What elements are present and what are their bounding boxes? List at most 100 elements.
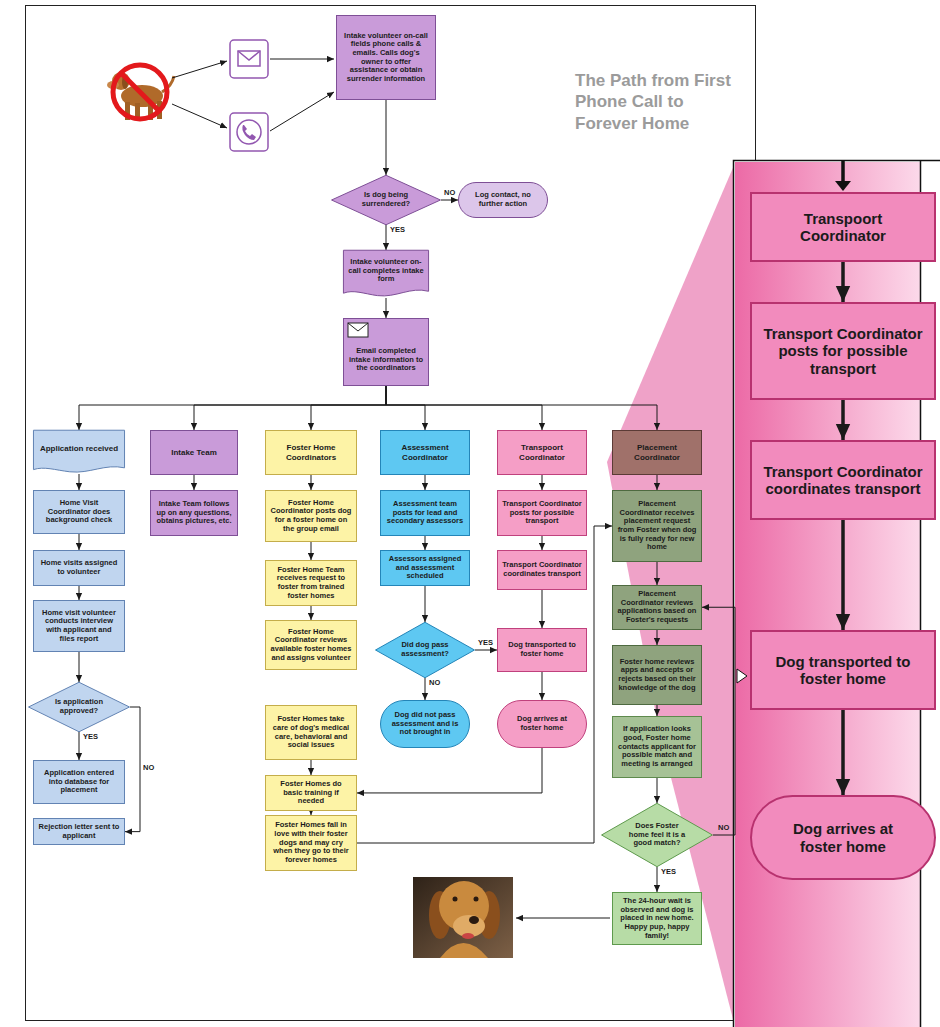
flow-arrow xyxy=(311,475,312,490)
flow-arrow xyxy=(311,542,312,560)
flow-arrow xyxy=(125,707,140,832)
flow-arrow xyxy=(79,586,80,600)
process-box: Assessors assigned and assessment schedu… xyxy=(380,550,470,586)
flow-arrow xyxy=(386,386,542,430)
node-text: Home visit volunteer conducts interview … xyxy=(38,609,120,644)
prohibition-ring xyxy=(113,65,167,119)
dog-nose xyxy=(469,916,479,924)
terminal-pill: Dog arrives at foster home xyxy=(750,795,936,880)
flow-arrow xyxy=(194,386,386,430)
flow-arrow xyxy=(386,298,387,318)
dog-tongue xyxy=(462,933,474,939)
dog-photo xyxy=(413,877,513,958)
node-text: The 24-hour wait is observed and dog is … xyxy=(617,897,697,940)
node-text: Placement Coordinator reviews applicatio… xyxy=(617,590,697,625)
node-text: Foster Home Coordinator reviews availabl… xyxy=(270,628,352,663)
dog-eye xyxy=(453,897,458,902)
node-text: Assessment Coordinator xyxy=(385,443,465,461)
document-box: Application received xyxy=(33,430,125,474)
node-text: Transport Coordinator coordinates transp… xyxy=(502,561,582,578)
node-text: Application received xyxy=(40,444,118,453)
shape-outline-path xyxy=(602,803,713,866)
shape-outline-path xyxy=(29,682,130,732)
flow-arrow xyxy=(386,100,387,175)
edge-label: YES xyxy=(390,226,405,234)
process-box: Application entered into database for pl… xyxy=(33,760,125,804)
decision-diamond: Is application approved? xyxy=(28,682,130,732)
zoom-wedge xyxy=(607,163,735,1027)
process-box: Foster Homes fall in love with their fos… xyxy=(265,815,357,871)
envelope-symbol xyxy=(348,323,368,337)
edge-label: NO xyxy=(143,764,154,772)
edge-label: YES xyxy=(478,639,493,647)
process-box: Foster Homes take care of dog's medical … xyxy=(265,705,357,760)
flow-arrow xyxy=(657,778,658,803)
process-box: Foster Home Coordinator posts dog for a … xyxy=(265,490,357,542)
flow-arrow xyxy=(475,650,497,651)
node-text: Is dog being surrendered? xyxy=(359,191,414,208)
phone-handset xyxy=(242,125,256,140)
flow-arrow xyxy=(386,225,387,250)
flow-arrow xyxy=(79,534,80,550)
panel-entry-arrow xyxy=(841,160,845,182)
process-box: Dog transported to foster home xyxy=(750,630,936,710)
node-text: Transport Coordinator coordinates transp… xyxy=(760,463,926,498)
flow-arrow xyxy=(386,386,657,430)
process-box: Transpoort Coordinator xyxy=(750,192,936,262)
process-box: Assessment team posts for lead and secon… xyxy=(380,490,470,536)
node-text: Foster Home Coordinators xyxy=(270,443,352,461)
process-box: Placement Coordinator xyxy=(612,430,702,475)
process-box: Rejection letter sent to applicant xyxy=(33,818,125,845)
decision-diamond: Did dog pass assessment? xyxy=(375,622,475,678)
node-text: If application looks good, Foster home c… xyxy=(617,725,697,768)
edge-label: NO xyxy=(429,679,440,687)
process-box: Foster Home Coordinator reviews availabl… xyxy=(265,620,357,670)
terminal-pill: Log contact, no further action xyxy=(458,182,548,218)
panel-entry-arrowhead xyxy=(835,181,851,191)
flow-arrow xyxy=(79,386,386,430)
edge-label: YES xyxy=(661,868,676,876)
node-text: Placement Coordinator receives placement… xyxy=(617,500,697,552)
flow-arrow xyxy=(357,748,542,793)
envelope-flap xyxy=(238,51,260,60)
placement-arrow xyxy=(516,918,610,919)
decision-diamond: Is dog being surrendered? xyxy=(331,175,441,225)
panel-pointer xyxy=(737,669,747,683)
document-box: Intake volunteer on-call completes intak… xyxy=(343,250,429,298)
flow-arrow xyxy=(841,710,845,795)
envelope-flap xyxy=(348,323,368,331)
node-text: Foster Homes do basic training if needed xyxy=(270,780,352,806)
shape-outline-path xyxy=(332,175,441,225)
node-text: Foster Home Coordinator posts dog for a … xyxy=(270,499,352,534)
flow-arrow xyxy=(841,262,845,302)
node-text: Foster Homes take care of dog's medical … xyxy=(270,715,352,750)
node-text: Does Foster home feel it is a good match… xyxy=(628,822,686,848)
process-box: Transpoort Coordinator xyxy=(497,430,587,475)
flow-arrow xyxy=(657,705,658,716)
process-box: Home visits assigned to volunteer xyxy=(33,550,125,586)
node-text: Did dog pass assessment? xyxy=(400,641,450,658)
zoom-panel xyxy=(734,161,940,1027)
flow-arrow xyxy=(311,760,312,775)
email-symbol xyxy=(347,322,369,338)
node-text: Assessors assigned and assessment schedu… xyxy=(385,555,465,581)
terminal-pill: Dog did not pass assessment and is not b… xyxy=(380,700,470,748)
envelope-symbol xyxy=(238,51,260,66)
node-text: Log contact, no further action xyxy=(469,191,537,208)
flow-arrow xyxy=(657,630,658,646)
process-box: Foster home reviews apps and accepts or … xyxy=(612,645,702,705)
node-text: Rejection letter sent to applicant xyxy=(38,823,120,840)
node-text: Transport Coordinator posts for possible… xyxy=(760,325,926,377)
diagram-title: The Path from First Phone Call to Foreve… xyxy=(575,70,747,134)
node-text: Assessment team posts for lead and secon… xyxy=(385,500,465,526)
process-box: Placement Coordinator receives placement… xyxy=(612,490,702,562)
decision-diamond: Does Foster home feel it is a good match… xyxy=(601,803,713,867)
process-box: Home visit volunteer conducts interview … xyxy=(33,600,125,652)
flow-arrow xyxy=(542,536,543,550)
flow-arrow xyxy=(386,386,425,430)
process-box: Foster Home Team receives request to fos… xyxy=(265,560,357,606)
flow-arrow xyxy=(542,672,543,700)
flow-arrow xyxy=(79,652,80,682)
process-box: Placement Coordinator reviews applicatio… xyxy=(612,585,702,630)
